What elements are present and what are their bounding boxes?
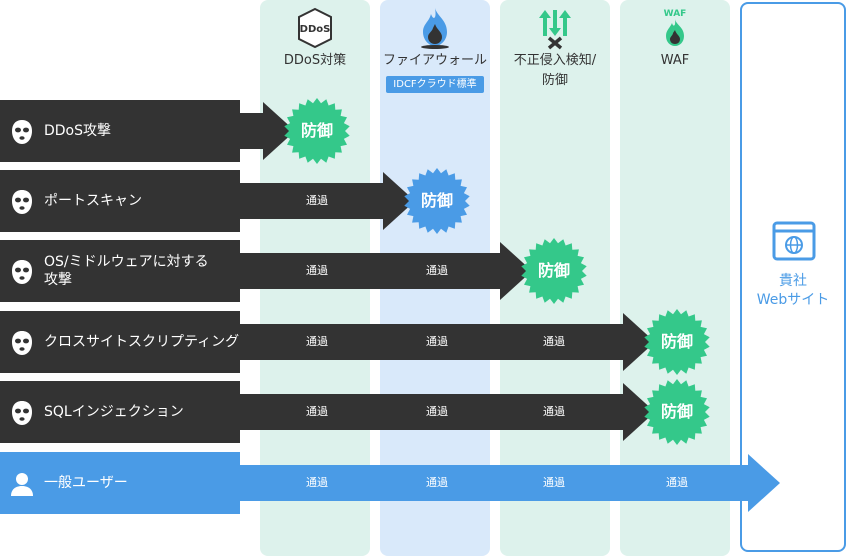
pass-label: 通過 xyxy=(543,405,565,418)
hooded-attacker-icon xyxy=(8,399,36,431)
hooded-attacker-icon xyxy=(8,258,36,290)
hooded-attacker-icon xyxy=(8,118,36,150)
waf-icon-text: WAF xyxy=(664,9,687,19)
row-label-text: 一般ユーザー xyxy=(44,474,128,492)
attack-label: SQLインジェクション xyxy=(0,381,240,443)
browser-globe-icon xyxy=(771,220,817,268)
pass-label: 通過 xyxy=(666,476,688,489)
flow-arrow-shaft xyxy=(240,113,263,149)
intrusion-arrows-icon xyxy=(533,6,577,54)
column-label: WAF xyxy=(660,53,690,68)
defense-burst: 防御 xyxy=(642,307,712,377)
row-label: 一般ユーザー xyxy=(44,452,128,514)
row-label-text: OS/ミドルウェアに対する攻撃 xyxy=(44,253,209,289)
pass-label: 通過 xyxy=(306,194,328,207)
site-line1: 貴社 xyxy=(779,273,807,289)
column-label: ファイアウォール xyxy=(382,53,487,68)
attack-label: クロスサイトスクリプティング xyxy=(0,311,240,373)
row-label-text: DDoS攻撃 xyxy=(44,122,111,140)
user-icon xyxy=(8,470,36,502)
row-label: OS/ミドルウェアに対する攻撃 xyxy=(44,240,209,302)
row-label-text: クロスサイトスクリプティング xyxy=(44,333,239,351)
column-label: 不正侵入検知/ xyxy=(513,53,597,68)
attack-label: OS/ミドルウェアに対する攻撃 xyxy=(0,240,240,302)
web-site-label: 貴社 Webサイト xyxy=(742,272,844,310)
attack-label: DDoS攻撃 xyxy=(0,100,240,162)
pass-label: 通過 xyxy=(426,264,448,277)
attack-label: ポートスキャン xyxy=(0,170,240,232)
row-label-line1: OS/ミドルウェアに対する xyxy=(44,254,209,270)
defense-column-4: WAF WAF xyxy=(620,0,730,556)
row-label-line2: 攻撃 xyxy=(44,272,72,288)
flow-arrow-shaft xyxy=(240,253,500,289)
row-label-line1: ポートスキャン xyxy=(44,193,142,209)
row-label-line1: クロスサイトスクリプティング xyxy=(44,334,240,350)
column-label-line2: 防御 xyxy=(541,73,568,88)
site-line2: Webサイト xyxy=(756,292,830,308)
row-label: SQLインジェクション xyxy=(44,381,184,443)
hooded-attacker-icon xyxy=(8,329,36,361)
defense-burst: 防御 xyxy=(402,166,472,236)
row-label-line1: SQLインジェクション xyxy=(44,404,184,420)
flow-arrow-shaft xyxy=(240,183,383,219)
column-label: DDoS対策 xyxy=(283,53,347,68)
pass-label: 通過 xyxy=(426,335,448,348)
defense-burst: 防御 xyxy=(519,236,589,306)
pass-label: 通過 xyxy=(306,405,328,418)
flow-arrow-head xyxy=(748,454,780,512)
row-label-text: SQLインジェクション xyxy=(44,403,184,421)
row-label-line1: 一般ユーザー xyxy=(44,475,128,491)
defense-label: 防御 xyxy=(420,191,453,210)
flame-icon xyxy=(413,6,457,54)
ddos-icon-text: DDoS xyxy=(300,24,331,35)
flow-arrow-shaft xyxy=(240,394,623,430)
flow-arrow-shaft xyxy=(240,324,623,360)
defense-label: 防御 xyxy=(660,332,693,351)
pass-label: 通過 xyxy=(306,264,328,277)
general-user-label: 一般ユーザー xyxy=(0,452,240,514)
waf-flame-icon: WAF xyxy=(653,6,697,54)
defense-burst: 防御 xyxy=(282,96,352,166)
ddos-shield-icon: DDoS xyxy=(293,6,337,54)
row-label: クロスサイトスクリプティング xyxy=(44,311,239,373)
row-label: DDoS攻撃 xyxy=(44,100,111,162)
defense-label: 防御 xyxy=(537,261,570,280)
hooded-attacker-icon xyxy=(8,188,36,220)
defense-label: 防御 xyxy=(300,121,333,140)
row-label-line1: DDoS攻撃 xyxy=(44,123,112,139)
defense-burst: 防御 xyxy=(642,377,712,447)
pass-label: 通過 xyxy=(306,335,328,348)
pass-label: 通過 xyxy=(543,476,565,489)
flow-arrow-shaft xyxy=(240,465,748,501)
standard-badge: IDCFクラウド標準 xyxy=(386,76,484,93)
row-label: ポートスキャン xyxy=(44,170,142,232)
pass-label: 通過 xyxy=(426,476,448,489)
pass-label: 通過 xyxy=(306,476,328,489)
pass-label: 通過 xyxy=(543,335,565,348)
pass-label: 通過 xyxy=(426,405,448,418)
defense-label: 防御 xyxy=(660,402,693,421)
row-label-text: ポートスキャン xyxy=(44,192,142,210)
